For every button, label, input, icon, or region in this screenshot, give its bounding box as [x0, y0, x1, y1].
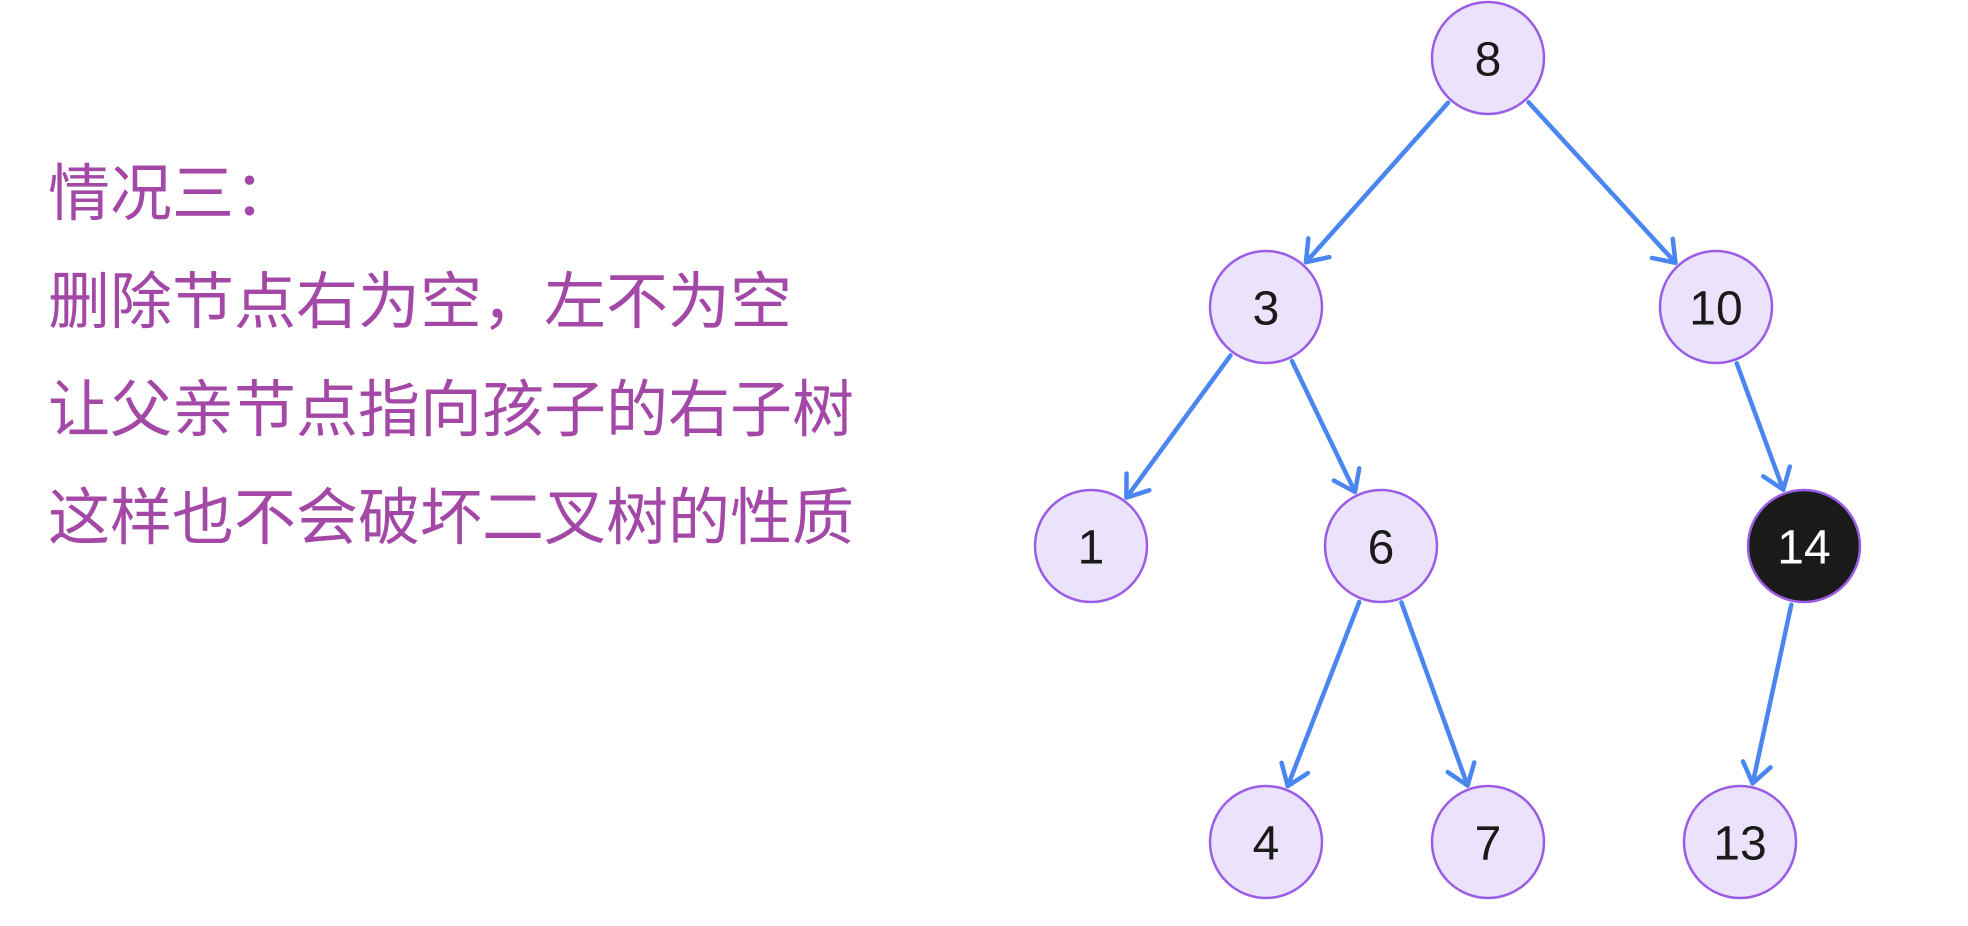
tree-nodes: 8 3 10 1 6 14 4 7 13	[1033, 0, 1862, 900]
node-circle-6	[1323, 488, 1439, 604]
node-circle-8	[1430, 0, 1546, 116]
arrowhead-n3-n6	[1331, 466, 1362, 495]
tree-node-3: 3	[1208, 249, 1324, 365]
case-condition: 删除节点右为空，左不为空	[48, 265, 793, 338]
tree-node-7: 7	[1430, 784, 1546, 900]
tree-node-1: 1	[1033, 488, 1149, 604]
node-circle-7	[1430, 784, 1546, 900]
arrowhead-n8-n3	[1303, 236, 1332, 265]
arrowhead-n6-n4	[1279, 760, 1311, 789]
arrowhead-n3-n1	[1124, 471, 1152, 500]
node-label-4: 4	[1253, 818, 1280, 871]
arrowhead-n14-n13	[1740, 759, 1773, 786]
node-label-1: 1	[1078, 522, 1105, 575]
node-label-8: 8	[1475, 34, 1502, 87]
tree-node-6: 6	[1323, 488, 1439, 604]
edge-n6-n4	[1285, 599, 1362, 789]
node-label-14: 14	[1777, 522, 1830, 575]
node-circle-10	[1658, 249, 1774, 365]
node-label-6: 6	[1368, 522, 1395, 575]
node-label-10: 10	[1689, 283, 1742, 336]
node-label-3: 3	[1253, 283, 1280, 336]
tree-edges	[1124, 100, 1794, 789]
tree-node-4: 4	[1208, 784, 1324, 900]
node-circle-3	[1208, 249, 1324, 365]
edge-n14-n13	[1750, 602, 1794, 786]
edge-n8-n10	[1526, 100, 1678, 265]
case-title: 情况三：	[48, 157, 297, 230]
tree-node-8: 8	[1430, 0, 1546, 116]
explanation-text: 情况三： 删除节点右为空，左不为空 让父亲节点指向孩子的右子树 这样也不会破坏二…	[48, 140, 948, 572]
node-label-7: 7	[1475, 818, 1502, 871]
edge-n3-n1	[1124, 353, 1233, 500]
node-label-13: 13	[1713, 818, 1766, 871]
case-conclusion: 这样也不会破坏二叉树的性质	[48, 481, 855, 554]
edge-n8-n3	[1303, 100, 1451, 265]
tree-node-10: 10	[1658, 249, 1774, 365]
node-circle-1	[1033, 488, 1149, 604]
node-circle-14	[1746, 488, 1862, 604]
edge-n3-n6	[1289, 358, 1358, 495]
node-circle-13	[1682, 784, 1798, 900]
edge-n6-n7	[1399, 600, 1470, 788]
case-action: 让父亲节点指向孩子的右子树	[48, 373, 855, 446]
arrowhead-n6-n7	[1445, 760, 1477, 788]
node-circle-4	[1208, 784, 1324, 900]
arrowhead-n10-n14	[1761, 464, 1793, 492]
tree-node-13: 13	[1682, 784, 1798, 900]
arrowhead-n8-n10	[1649, 236, 1678, 265]
tree-node-14: 14	[1746, 488, 1862, 604]
edge-n10-n14	[1734, 361, 1786, 492]
